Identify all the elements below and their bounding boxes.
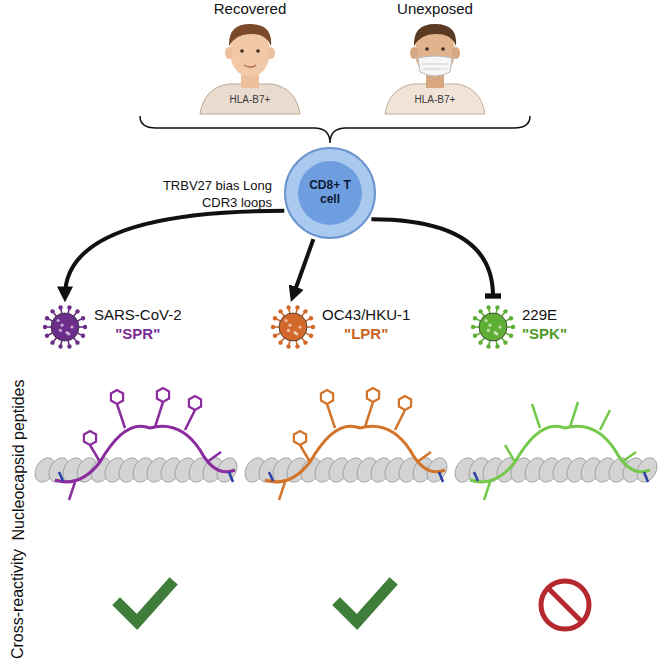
cell-label: CD8+ T cell <box>303 179 357 207</box>
t-cell-circle: CD8+ T cell <box>284 147 376 239</box>
virus-node: OC43/HKU-1"LPR" <box>270 302 415 352</box>
virus-name: OC43/HKU-1 <box>322 306 410 325</box>
virus-icon <box>270 304 316 350</box>
person-group: RecoveredHLA-B7+ <box>195 2 305 114</box>
connector-arrow <box>65 211 284 296</box>
peptide-name: "SPK" <box>522 325 567 344</box>
virus-node: 229E"SPK" <box>470 302 572 352</box>
peptide-name: "SPR" <box>94 325 182 344</box>
virus-name: 229E <box>522 306 567 325</box>
cell-nucleus: CD8+ T cell <box>298 161 362 225</box>
annotation-text: TRBV27 bias Long CDR3 loops <box>160 178 272 212</box>
grouping-bracket <box>140 116 530 143</box>
virus-text: 229E"SPK" <box>522 306 567 344</box>
connector-arrow <box>293 239 313 296</box>
checkmark <box>120 585 170 622</box>
prohibition-sign <box>541 581 589 629</box>
virus-text: OC43/HKU-1"LPR" <box>322 306 410 344</box>
peptide-structures <box>55 388 650 500</box>
helix-ribbons <box>31 454 661 485</box>
peptide-name: "LPR" <box>322 325 410 344</box>
row-label: Cross-reactivity <box>9 549 27 659</box>
person-group: UnexposedHLA-B7+ <box>380 2 490 114</box>
virus-icon <box>42 304 88 350</box>
virus-name: SARS-CoV-2 <box>94 306 182 325</box>
row-label: Nucleocapsid peptides <box>9 380 27 541</box>
group-heading: Unexposed <box>380 0 490 17</box>
virus-text: SARS-CoV-2"SPR" <box>94 306 182 344</box>
virus-icon <box>470 304 516 350</box>
virus-node: SARS-CoV-2"SPR" <box>42 302 186 352</box>
shirt-label: HLA-B7+ <box>195 94 305 105</box>
group-heading: Recovered <box>195 0 305 17</box>
checkmark <box>340 585 390 622</box>
connector-arrow <box>371 219 493 296</box>
shirt-label: HLA-B7+ <box>380 94 490 105</box>
